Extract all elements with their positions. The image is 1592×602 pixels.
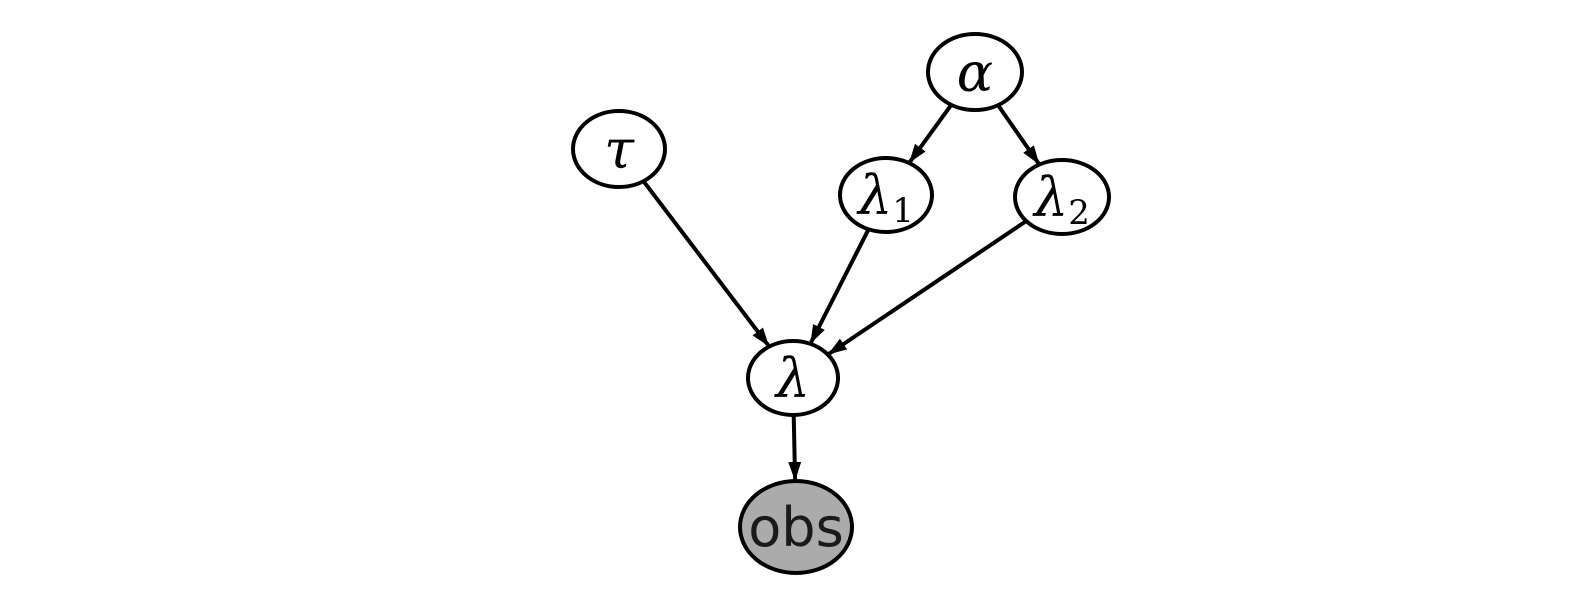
edge-alpha-to-lambda1 [907, 103, 953, 165]
node-lambda-label: λ [774, 347, 810, 410]
node-lambda-ellipse [746, 339, 840, 417]
node-alpha: α [926, 32, 1024, 112]
edge-lambda-to-obs [788, 414, 802, 482]
edge-lambda1-to-lambda [808, 228, 871, 345]
edge-alpha-to-lambda2 [996, 103, 1042, 166]
node-lambda1-label: λ1 [856, 164, 914, 232]
edge-lambda2-to-lambda [826, 219, 1028, 357]
node-obs-ellipse [738, 479, 854, 575]
node-tau: τ [571, 109, 667, 189]
node-lambda2-ellipse [1013, 158, 1111, 236]
edge-tau-to-lambda [641, 179, 771, 348]
node-tau-ellipse [571, 109, 667, 189]
node-lambda1: λ1 [838, 156, 934, 234]
node-lambda: λ [746, 339, 840, 417]
node-obs-label: obs [748, 496, 843, 559]
node-lambda2: λ2 [1013, 158, 1111, 236]
edges-layer [641, 103, 1042, 482]
node-alpha-label: α [957, 41, 993, 104]
node-obs: obs [738, 479, 854, 575]
nodes-layer: α τ λ1 λ2 λ obs [571, 32, 1111, 575]
node-alpha-ellipse [926, 32, 1024, 112]
node-lambda1-ellipse [838, 156, 934, 234]
node-lambda2-label: λ2 [1032, 166, 1090, 234]
node-tau-label: τ [604, 118, 635, 181]
